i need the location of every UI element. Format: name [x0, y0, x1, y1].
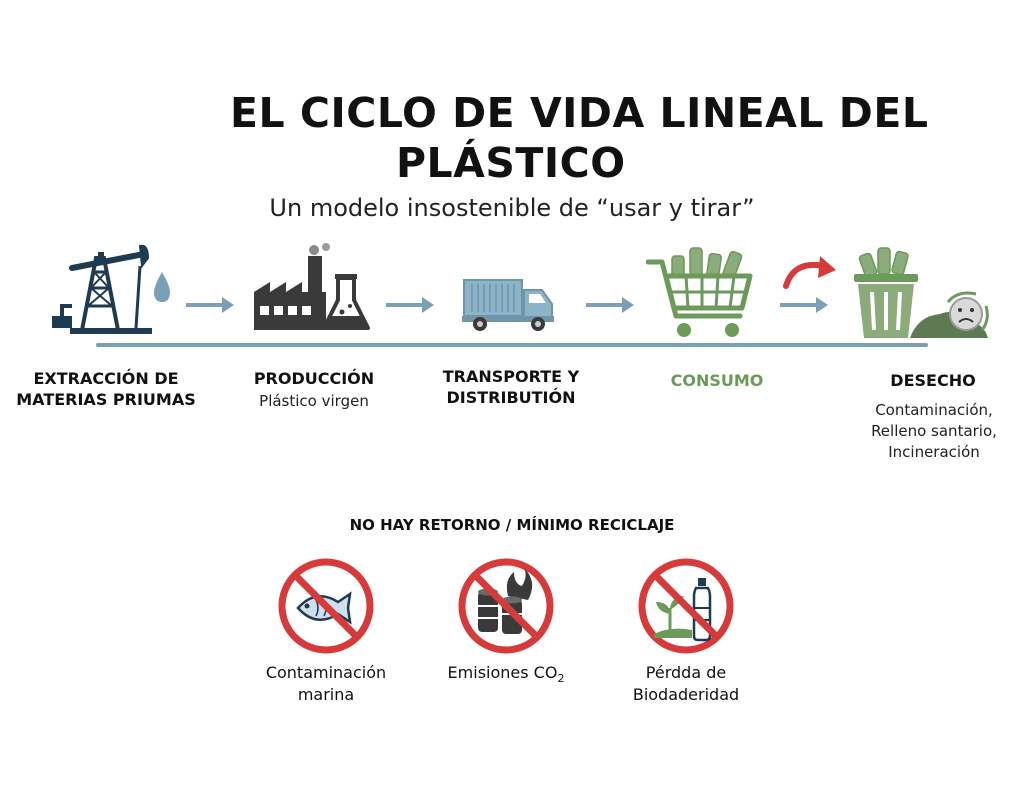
impact-label-marine: Contaminación marina — [265, 663, 387, 704]
stage-label-transport: TRANSPORTE Y DISTRIBUTIÓN — [442, 367, 580, 407]
trash-can-icon — [854, 247, 989, 338]
impacts-title: NO HAY RETORNO / MÍNIMO RECICLAJE — [349, 516, 675, 534]
impact-label-emissions: Emisiones CO2 — [447, 663, 565, 686]
oil-pump-icon — [52, 244, 170, 334]
stage-label-production: PRODUCCIÓN — [253, 369, 375, 388]
arrow-right-icon — [186, 297, 234, 313]
impact-label-biodiversity: Pérdda de Biodaderidad — [632, 663, 740, 704]
arrow-right-icon — [586, 297, 634, 313]
no-plant-bottle-icon — [638, 558, 734, 654]
stage-label-extraction: EXTRACCIÓN DE MATERIAS PRIUMAS — [16, 369, 196, 409]
timeline-baseline — [96, 343, 928, 347]
page-subtitle: Un modelo insostenible de “usar y tirar” — [269, 194, 755, 222]
page-title: EL CICLO DE VIDA LINEAL DEL PLÁSTICO — [230, 88, 950, 188]
stage-label-consumption: CONSUMO — [670, 371, 764, 390]
shopping-cart-icon — [646, 247, 753, 337]
stage-desc-disposal: Contaminación, Relleno santario, Inciner… — [871, 401, 997, 461]
arrow-right-icon — [386, 297, 434, 313]
factory-flask-icon — [254, 243, 370, 330]
stage-label-disposal: DESECHO — [890, 371, 976, 390]
title-line-1: EL CICLO DE VIDA LINEAL DEL — [230, 89, 929, 137]
no-fish-icon — [278, 558, 374, 654]
arrow-right-icon — [780, 297, 828, 313]
red-curved-arrow-icon — [783, 256, 836, 289]
no-emissions-icon — [458, 558, 554, 654]
truck-icon — [462, 279, 554, 331]
title-line-2: PLÁSTICO — [396, 139, 626, 187]
stage-desc-production: Plástico virgen — [259, 392, 369, 410]
impact-label-emissions-subscript: 2 — [557, 672, 565, 686]
